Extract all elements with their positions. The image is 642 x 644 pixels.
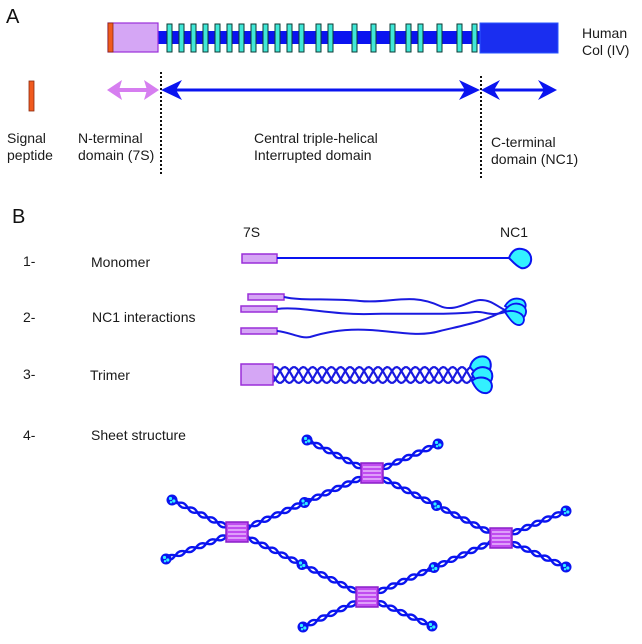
monomer-nc1 — [507, 247, 533, 270]
interruption-7 — [238, 23, 245, 53]
n-terminal-arrow — [107, 80, 159, 100]
monomer-diagram — [241, 247, 533, 270]
sheet-7s-node-3 — [489, 527, 513, 549]
chain-1-7s — [247, 293, 285, 301]
interruption-15 — [351, 23, 358, 53]
trimer-nc1-cluster — [468, 355, 494, 395]
interruptions-group — [166, 23, 478, 53]
signal-peptide-label: Signal peptide — [7, 130, 53, 163]
sheet-link-nc1-4 — [428, 562, 440, 573]
interruption-14 — [327, 23, 334, 53]
c-terminal-label: C-terminal domain (NC1) — [491, 134, 579, 167]
step-2-label: NC1 interactions — [92, 309, 196, 325]
label-nc1: NC1 — [500, 224, 529, 240]
label-7s: 7S — [243, 224, 261, 240]
trimer-7s — [240, 363, 274, 386]
interruption-19 — [417, 23, 424, 53]
step-4-label: Sheet structure — [91, 427, 186, 443]
sheet-arm-nc1-6 — [560, 561, 572, 573]
protein-label: Human Col (IV) — [582, 25, 630, 58]
nc1-cluster — [503, 297, 527, 326]
sheet-structure-diagram — [160, 434, 572, 633]
trimer-helix — [272, 365, 474, 385]
interruption-12 — [298, 23, 305, 53]
signal-peptide-block — [107, 22, 114, 53]
step-2-number: 2- — [23, 309, 36, 325]
sheet-arm-nc1-2 — [432, 438, 444, 450]
interruption-8 — [250, 23, 257, 53]
nc1-domain-block — [479, 22, 559, 54]
domain-bar — [107, 22, 559, 54]
interruption-21 — [456, 23, 463, 53]
sheet-arm-nc1-1 — [301, 434, 313, 446]
sheet-link-nc1-3 — [296, 559, 308, 570]
interruption-17 — [389, 23, 396, 53]
n-terminal-label: N-terminal domain (7S) — [78, 130, 155, 163]
signal-peptide-marker — [28, 80, 35, 112]
sheet-link-nc1-1 — [299, 497, 310, 508]
interruption-13 — [315, 23, 322, 53]
central-domain-label: Central triple-helical Interrupted domai… — [254, 130, 378, 163]
interruption-18 — [405, 23, 412, 53]
interruption-11 — [286, 23, 293, 53]
interruption-22 — [471, 23, 478, 53]
sheet-arm-nc1-7 — [297, 621, 309, 633]
trimer-diagram — [240, 355, 494, 395]
c-terminal-arrow — [481, 80, 557, 100]
sheet-arm-nc1-3 — [166, 494, 178, 506]
interruption-9 — [262, 23, 269, 53]
step-3-label: Trimer — [90, 367, 130, 383]
sheet-arm-nc1-4 — [160, 553, 172, 565]
interruption-2 — [178, 23, 185, 53]
interruption-5 — [214, 23, 221, 53]
step-3-number: 3- — [23, 366, 36, 382]
sheet-7s-node-2 — [225, 521, 249, 543]
interruption-4 — [202, 23, 209, 53]
central-domain-arrow — [161, 80, 480, 100]
trimer-strand-2 — [272, 365, 474, 385]
panel-b-letter: B — [12, 206, 26, 228]
nc1-interactions-diagram — [240, 293, 527, 339]
trimer-strand-3 — [272, 365, 474, 385]
chain-2-7s — [240, 305, 278, 313]
interruption-20 — [436, 23, 443, 53]
sheet-7s-node-1 — [360, 462, 384, 484]
interruption-16 — [370, 23, 377, 53]
interruption-6 — [226, 23, 233, 53]
monomer-7s — [241, 253, 278, 264]
interruption-1 — [166, 23, 173, 53]
chain-1-helix — [283, 296, 506, 311]
sheet-arm-nc1-5 — [560, 505, 572, 517]
sheet-link-nc1-2 — [431, 500, 442, 511]
chain-3-7s — [240, 327, 278, 335]
seven-s-block — [107, 22, 159, 53]
chain-3-helix — [276, 309, 506, 339]
panel-a-letter: A — [6, 6, 20, 28]
step-1-number: 1- — [23, 253, 36, 269]
sheet-7s-node-4 — [355, 586, 379, 608]
step-4-number: 4- — [23, 427, 36, 443]
sheet-arm-nc1-8 — [426, 620, 438, 632]
step-1-label: Monomer — [91, 254, 151, 270]
interruption-10 — [274, 23, 281, 53]
chain-2-helix — [276, 307, 506, 316]
interruption-3 — [190, 23, 197, 53]
